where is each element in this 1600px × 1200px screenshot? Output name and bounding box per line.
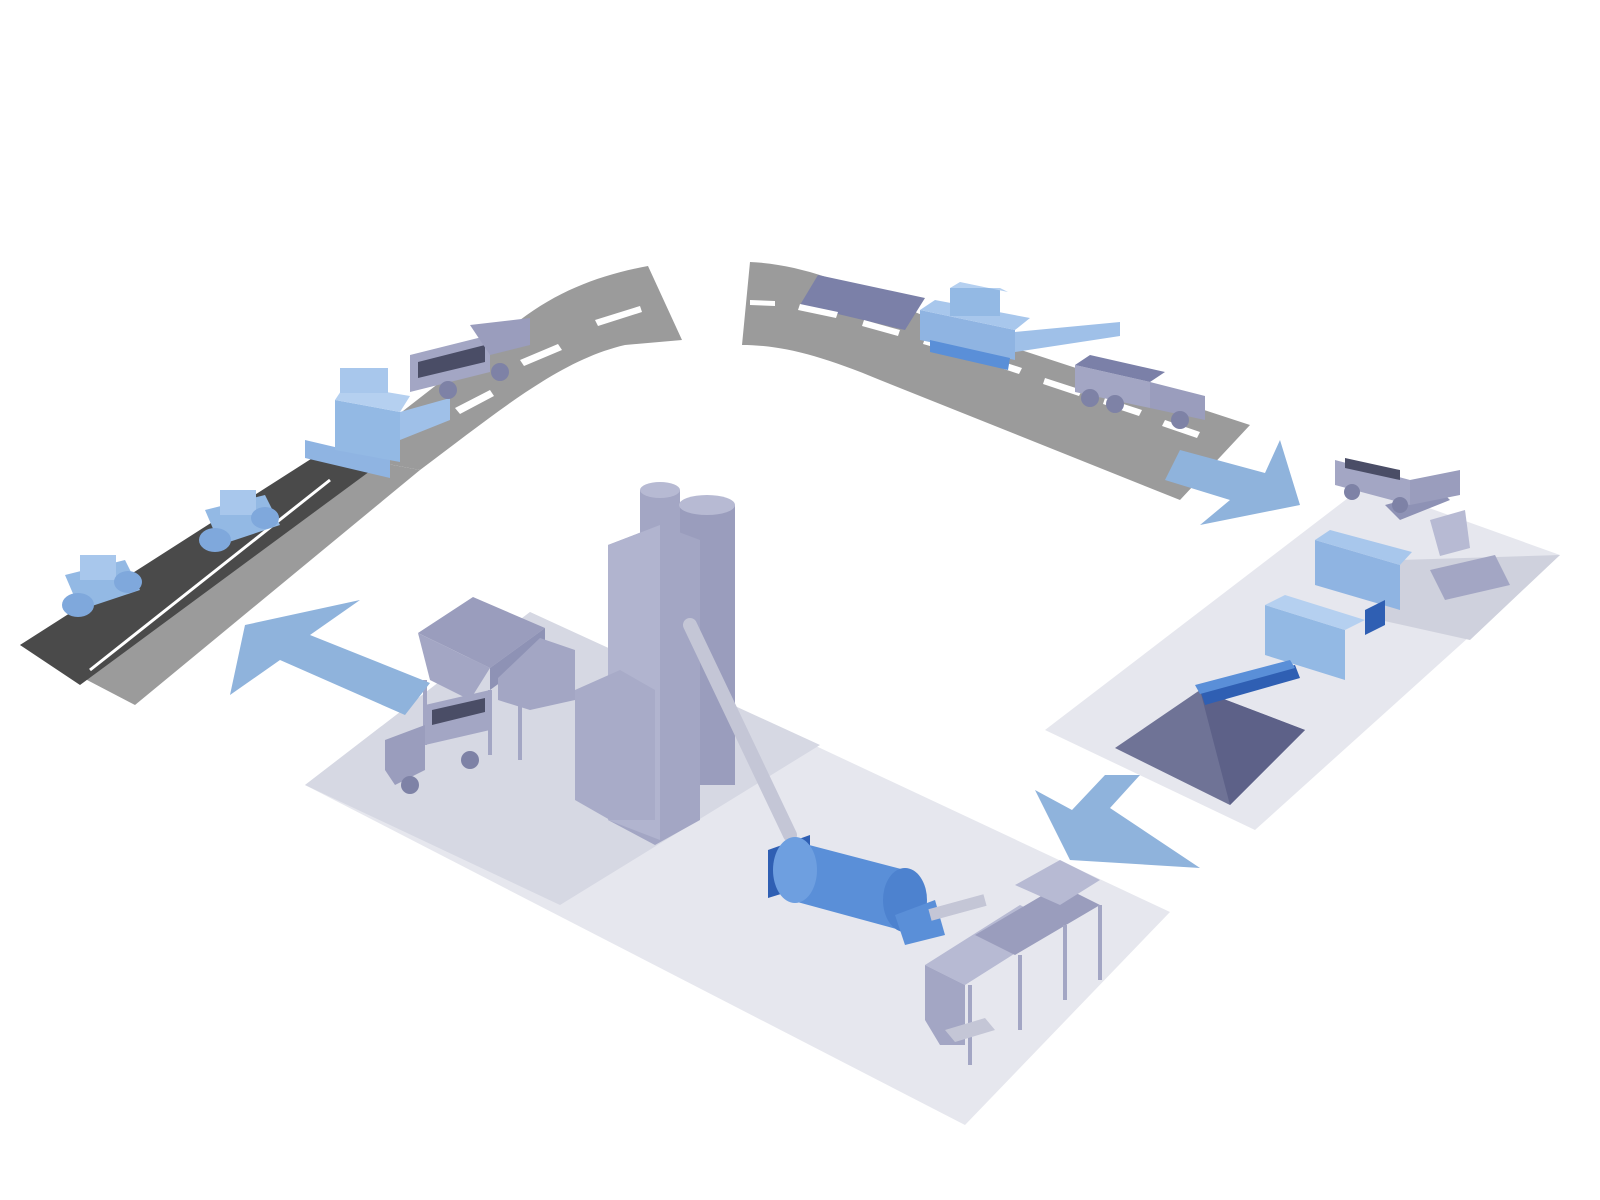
- crushing-stage: [1045, 458, 1560, 830]
- crusher-icon: [1265, 530, 1412, 680]
- crushing-dump-truck-icon: [1335, 458, 1460, 513]
- asphalt-paver-icon: [305, 368, 450, 478]
- road-roller-icon: [199, 490, 280, 552]
- milling-stage: [742, 262, 1250, 500]
- hot-storage-bins-icon: [418, 597, 575, 760]
- milling-dump-truck-icon: [1075, 355, 1205, 429]
- drum-dryer-icon: [768, 835, 987, 945]
- paving-road-markings: [89, 306, 642, 672]
- plant-dump-truck-icon: [385, 690, 490, 794]
- flow-arrows: [230, 440, 1300, 868]
- flow-arrow-milling-to-crushing: [1165, 440, 1300, 525]
- crushing-pad-shadow: [1380, 555, 1560, 640]
- mixing-plant-stage: [305, 482, 1170, 1125]
- paving-dump-truck-icon: [410, 318, 530, 399]
- road-roller-icon-2: [62, 555, 142, 617]
- conveyor-belt-icon: [1195, 660, 1300, 705]
- flow-arrow-crushing-to-plant: [1035, 775, 1200, 868]
- plant-pad-shadow: [305, 612, 820, 905]
- mixing-tower-icon: [575, 482, 735, 845]
- flow-arrow-plant-to-paving: [230, 600, 430, 715]
- paving-stage: [20, 266, 682, 705]
- milled-strip: [800, 275, 925, 330]
- cold-feed-bins-icon: [925, 860, 1102, 1065]
- milling-machine-icon: [920, 282, 1120, 370]
- hot-elevator-icon: [683, 618, 797, 842]
